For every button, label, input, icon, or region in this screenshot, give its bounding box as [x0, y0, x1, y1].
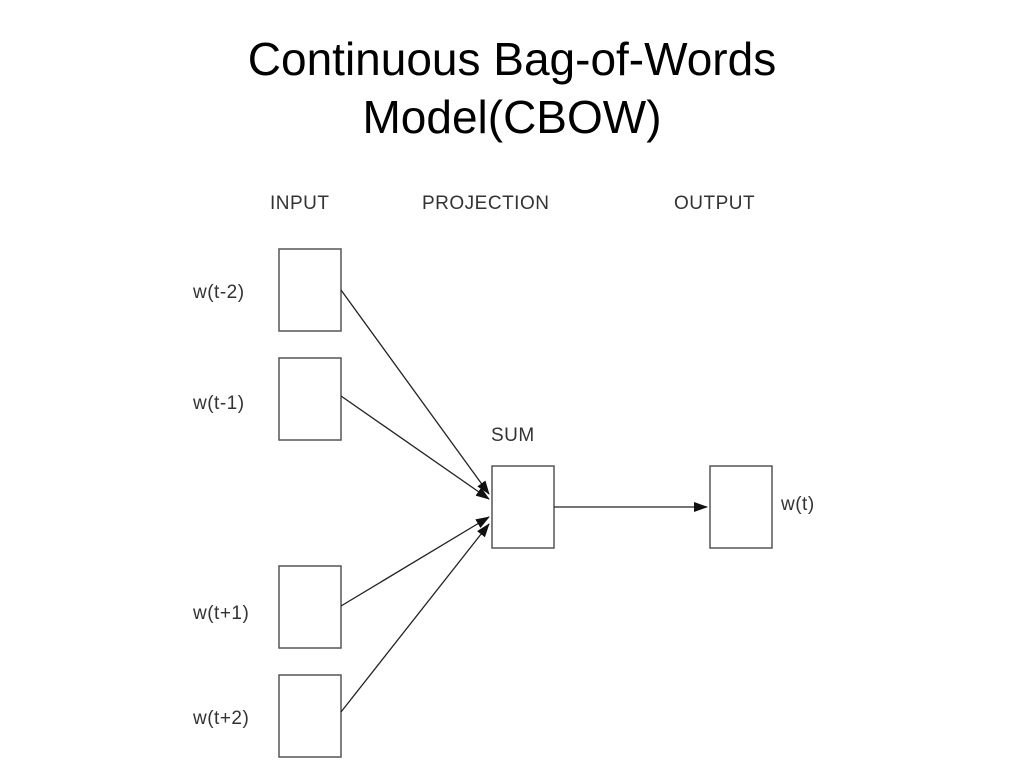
edge-input-t-minus-2-to-sum	[340, 289, 490, 495]
input-box	[278, 674, 342, 758]
projection-node-sum: SUM	[491, 425, 555, 549]
output-node: w(t)	[709, 465, 815, 549]
edge-input-t-plus-2-to-sum	[340, 523, 490, 713]
title-line-1: Continuous Bag-of-Words	[247, 33, 777, 85]
input-node-t-minus-1: w(t-1)	[192, 357, 342, 441]
title-line-2: Model(CBOW)	[362, 91, 662, 143]
input-box	[278, 565, 342, 649]
column-label-output: OUTPUT	[674, 193, 755, 214]
projection-box	[491, 465, 555, 549]
input-box	[278, 357, 342, 441]
input-node-t-plus-1: w(t+1)	[192, 565, 342, 649]
output-box	[709, 465, 773, 549]
input-node-t-plus-2: w(t+2)	[192, 674, 342, 758]
input-node-t-minus-2: w(t-2)	[192, 248, 342, 332]
column-label-input: INPUT	[270, 193, 330, 214]
output-label: w(t)	[780, 494, 815, 515]
input-label: w(t+2)	[192, 708, 249, 729]
edge-input-t-minus-1-to-sum	[340, 395, 490, 500]
input-label: w(t+1)	[192, 603, 249, 624]
input-label: w(t-1)	[192, 393, 245, 414]
projection-label: SUM	[491, 425, 535, 446]
edge-input-t-plus-1-to-sum	[340, 516, 490, 607]
column-label-projection: PROJECTION	[422, 193, 549, 214]
input-label: w(t-2)	[192, 282, 245, 303]
slide-title: Continuous Bag-of-Words Model(CBOW)	[0, 30, 1024, 146]
input-box	[278, 248, 342, 332]
